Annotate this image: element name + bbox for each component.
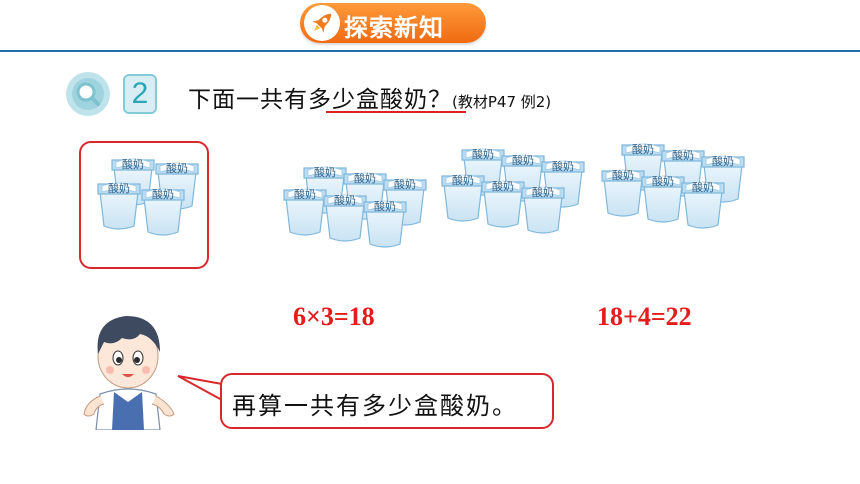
- speech-bubble: [220, 373, 554, 429]
- boy-illustration: [83, 316, 175, 430]
- question-main: 下面一共有多少盒酸奶？: [188, 87, 452, 113]
- rocket-icon: [304, 5, 340, 41]
- example-number-box: [123, 74, 157, 114]
- highlighted-yogurt-frame: [79, 141, 209, 269]
- yogurt-group-6b: [441, 146, 585, 234]
- magnifier-icon: [66, 72, 110, 116]
- equation-add: 18+4=22: [597, 302, 692, 331]
- speech-bubble-tail: [177, 375, 223, 401]
- yogurt-illustration: 酸奶: [97, 141, 745, 248]
- speech-text: 再算一共有多少盒酸奶。: [232, 392, 518, 420]
- section-title: 探索新知: [344, 14, 444, 42]
- example-number: 2: [131, 77, 149, 110]
- equation-multiply: 6×3=18: [293, 302, 375, 331]
- question-text: 下面一共有多少盒酸奶？(教材P47 例2): [188, 80, 551, 114]
- yogurt-group-4: [97, 156, 199, 236]
- yogurt-group-6c: [601, 141, 745, 229]
- yogurt-group-6a: [283, 164, 427, 248]
- question-underline: [326, 111, 466, 113]
- header-divider: [0, 50, 860, 52]
- textbook-reference: (教材P47 例2): [452, 93, 552, 111]
